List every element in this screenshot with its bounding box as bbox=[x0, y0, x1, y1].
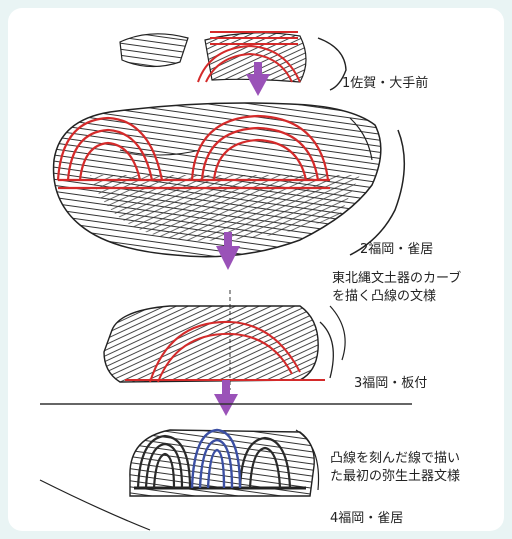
note-tohoku-line-2: を描く凸線の文様 bbox=[332, 288, 461, 306]
sherd-1 bbox=[120, 32, 346, 90]
sherd-3 bbox=[104, 290, 345, 390]
note-yayoi: 凸線を刻んだ線で描い た最初の弥生土器文様 bbox=[330, 450, 460, 485]
note-yayoi-line-1: 凸線を刻んだ線で描い bbox=[330, 450, 460, 468]
note-tohoku-line-1: 東北縄文土器のカーブ bbox=[332, 270, 461, 288]
sherd-4 bbox=[40, 430, 319, 530]
label-item-4: 4福岡・雀居 bbox=[330, 511, 403, 527]
label-item-2: 2福岡・雀居 bbox=[360, 242, 433, 258]
arrow-3 bbox=[214, 380, 238, 416]
note-yayoi-line-2: た最初の弥生土器文様 bbox=[330, 468, 460, 486]
note-tohoku: 東北縄文土器のカーブ を描く凸線の文様 bbox=[332, 270, 461, 305]
label-item-1: 1佐賀・大手前 bbox=[342, 76, 428, 92]
label-item-3: 3福岡・板付 bbox=[354, 376, 427, 392]
